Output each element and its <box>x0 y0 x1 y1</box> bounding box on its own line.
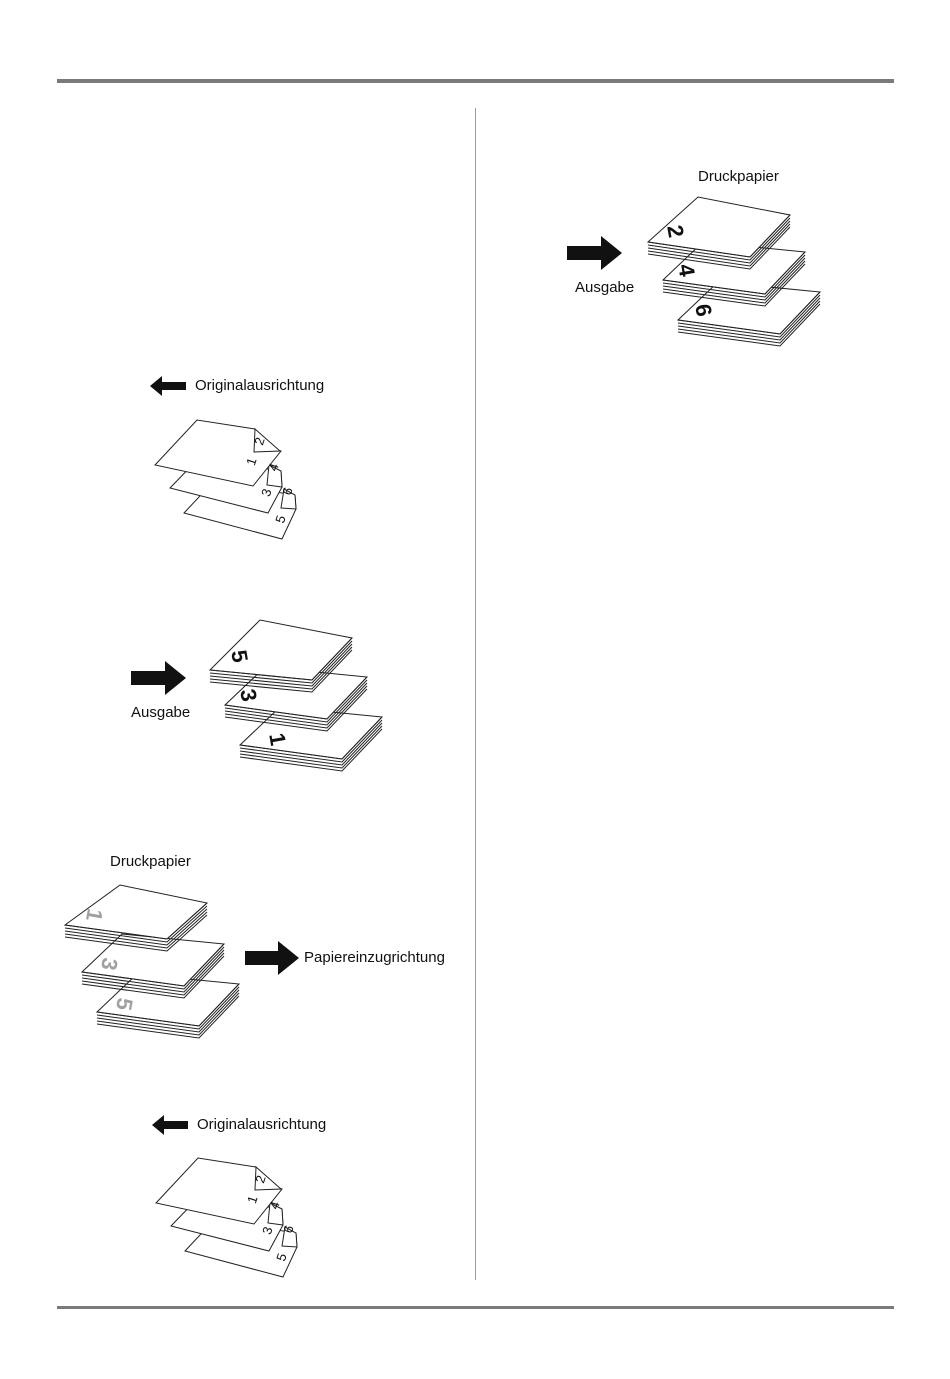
paper-feed-direction-label: Papiereinzugrichtung <box>304 949 445 967</box>
original-pages-diagram-2: 1 2 3 4 5 6 <box>151 1153 321 1278</box>
output-label-2: Ausgabe <box>575 279 634 297</box>
output-stack-even-diagram: 6 4 2 <box>643 192 828 347</box>
column-divider <box>475 108 476 1280</box>
arrow-left-icon-2 <box>152 1115 190 1135</box>
arrow-right-icon <box>131 661 186 695</box>
print-paper-label: Druckpapier <box>110 853 191 871</box>
print-paper-label-2: Druckpapier <box>698 168 779 186</box>
output-stack-odd-diagram: 1 3 5 <box>205 615 390 770</box>
arrow-left-icon <box>150 376 188 396</box>
feed-arrow-right-icon <box>245 941 299 975</box>
original-orientation-label-2: Originalausrichtung <box>197 1116 326 1134</box>
output-arrow-right-icon <box>567 236 622 270</box>
header-rule <box>57 79 894 83</box>
footer-rule <box>57 1306 894 1309</box>
original-orientation-label: Originalausrichtung <box>195 377 324 395</box>
output-label: Ausgabe <box>131 704 190 722</box>
paper-feed-stack-diagram: 5 3 1 <box>62 880 247 1035</box>
original-pages-diagram: 1 2 3 4 5 6 <box>150 415 320 540</box>
